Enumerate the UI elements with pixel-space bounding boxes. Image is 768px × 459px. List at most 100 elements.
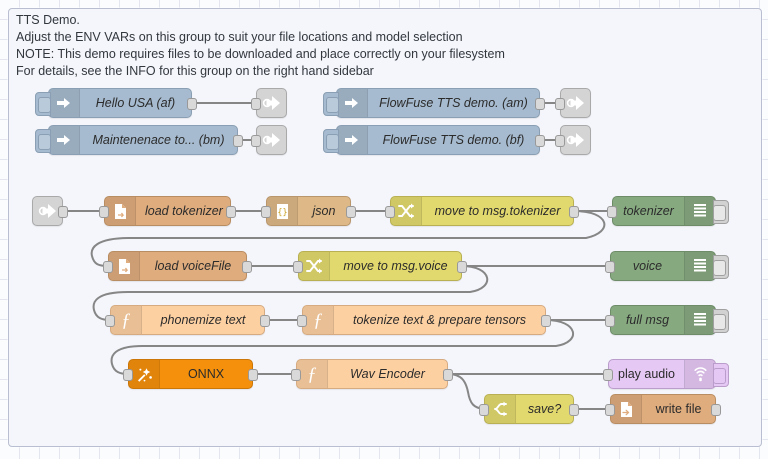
onnx-node[interactable]: ONNX (123, 359, 258, 389)
node-label: load tokenizer (145, 204, 223, 218)
function-node-phonemize-text[interactable]: ƒ phonemize text (105, 305, 270, 335)
node-label: tokenize text & prepare tensors (352, 313, 526, 327)
debug-node-full-msg[interactable]: full msg (605, 305, 729, 335)
link-out-node-3[interactable] (555, 88, 591, 118)
inject-arrow-icon (49, 126, 80, 154)
inject-arrow-icon (337, 126, 368, 154)
output-port[interactable] (58, 206, 68, 218)
node-label: phonemize text (160, 313, 246, 327)
input-port[interactable] (291, 369, 301, 381)
input-port[interactable] (607, 206, 617, 218)
input-port[interactable] (105, 315, 115, 327)
input-port[interactable] (555, 135, 565, 147)
shuffle-icon (391, 197, 422, 225)
debug-toggle-button[interactable] (713, 255, 729, 279)
output-port[interactable] (226, 206, 236, 218)
input-port[interactable] (297, 315, 307, 327)
inject-trigger-button[interactable] (35, 92, 51, 116)
input-port[interactable] (605, 404, 615, 416)
input-port[interactable] (603, 369, 613, 381)
function-f-icon: ƒ (297, 360, 328, 388)
node-label: play audio (618, 367, 675, 381)
output-port[interactable] (248, 369, 258, 381)
shuffle-icon (299, 252, 330, 280)
output-port[interactable] (233, 135, 243, 147)
inject-arrow-icon (49, 89, 80, 117)
file-in-node-load-tokenizer[interactable]: load tokenizer (99, 196, 236, 226)
switch-icon (485, 395, 516, 423)
inject-node-flowfuse-am[interactable]: FlowFuse TTS demo. (am) (323, 88, 545, 118)
link-out-node-2[interactable] (251, 125, 287, 155)
node-label: load voiceFile (154, 259, 232, 273)
input-port[interactable] (479, 404, 489, 416)
svg-text:{}: {} (277, 208, 287, 218)
input-port[interactable] (385, 206, 395, 218)
group-comment-text: TTS Demo. Adjust the ENV VARs on this gr… (16, 13, 505, 78)
switch-node-save[interactable]: save? (479, 394, 579, 424)
inject-node-label: FlowFuse TTS demo. (bf) (382, 133, 525, 147)
file-out-node-write-file[interactable]: write file (605, 394, 721, 424)
output-port[interactable] (260, 315, 270, 327)
debug-lines-icon (684, 197, 715, 225)
inject-arrow-icon (337, 89, 368, 117)
output-port[interactable] (457, 261, 467, 273)
speaker-wave-icon (684, 360, 715, 388)
function-f-icon: ƒ (111, 306, 142, 334)
debug-lines-icon (684, 252, 715, 280)
braces-icon: {} (267, 197, 298, 225)
inject-node-label: FlowFuse TTS demo. (am) (379, 96, 528, 110)
magic-wand-icon (129, 360, 160, 388)
node-label: save? (527, 402, 562, 416)
input-port[interactable] (555, 98, 565, 110)
input-port[interactable] (99, 206, 109, 218)
inject-trigger-button[interactable] (35, 129, 51, 153)
function-f-icon: ƒ (303, 306, 334, 334)
debug-toggle-button[interactable] (713, 200, 729, 224)
output-port[interactable] (569, 404, 579, 416)
output-port[interactable] (711, 404, 721, 416)
input-port[interactable] (251, 135, 261, 147)
debug-node-voice[interactable]: voice (605, 251, 729, 281)
node-label: tokenizer (623, 204, 674, 218)
link-out-node-1[interactable] (251, 88, 287, 118)
file-out-icon (611, 395, 642, 423)
function-node-tokenize-text[interactable]: ƒ tokenize text & prepare tensors (297, 305, 551, 335)
input-port[interactable] (605, 261, 615, 273)
debug-node-tokenizer[interactable]: tokenizer (607, 196, 729, 226)
output-port[interactable] (535, 98, 545, 110)
output-port[interactable] (346, 206, 356, 218)
change-node-move-to-voice[interactable]: move to msg.voice (293, 251, 467, 281)
ui-audio-node-play-audio[interactable]: play audio (603, 359, 729, 389)
output-port[interactable] (535, 135, 545, 147)
file-in-node-load-voicefile[interactable]: load voiceFile (103, 251, 252, 281)
inject-node-hello-usa[interactable]: Hello USA (af) (35, 88, 197, 118)
input-port[interactable] (293, 261, 303, 273)
input-port[interactable] (605, 315, 615, 327)
inject-trigger-button[interactable] (323, 129, 339, 153)
output-port[interactable] (443, 369, 453, 381)
input-port[interactable] (251, 98, 261, 110)
function-node-wav-encoder[interactable]: ƒ Wav Encoder (291, 359, 453, 389)
node-label: Wav Encoder (350, 367, 425, 381)
output-port[interactable] (187, 98, 197, 110)
debug-toggle-button[interactable] (713, 309, 729, 333)
inject-trigger-button[interactable] (323, 92, 339, 116)
input-port[interactable] (123, 369, 133, 381)
node-label: json (312, 204, 336, 218)
link-in-node[interactable] (32, 196, 68, 226)
debug-lines-icon (684, 306, 715, 334)
node-label: move to msg.tokenizer (434, 204, 561, 218)
inject-node-flowfuse-bf[interactable]: FlowFuse TTS demo. (bf) (323, 125, 545, 155)
inject-node-maintenance[interactable]: Maintenenace to... (bm) (35, 125, 243, 155)
output-port[interactable] (242, 261, 252, 273)
change-node-move-to-tokenizer[interactable]: move to msg.tokenizer (385, 196, 579, 226)
output-port[interactable] (541, 315, 551, 327)
json-node[interactable]: {} json (261, 196, 356, 226)
audio-status-button[interactable] (713, 363, 729, 387)
node-label: write file (655, 402, 702, 416)
input-port[interactable] (261, 206, 271, 218)
link-out-node-4[interactable] (555, 125, 591, 155)
output-port[interactable] (569, 206, 579, 218)
input-port[interactable] (103, 261, 113, 273)
